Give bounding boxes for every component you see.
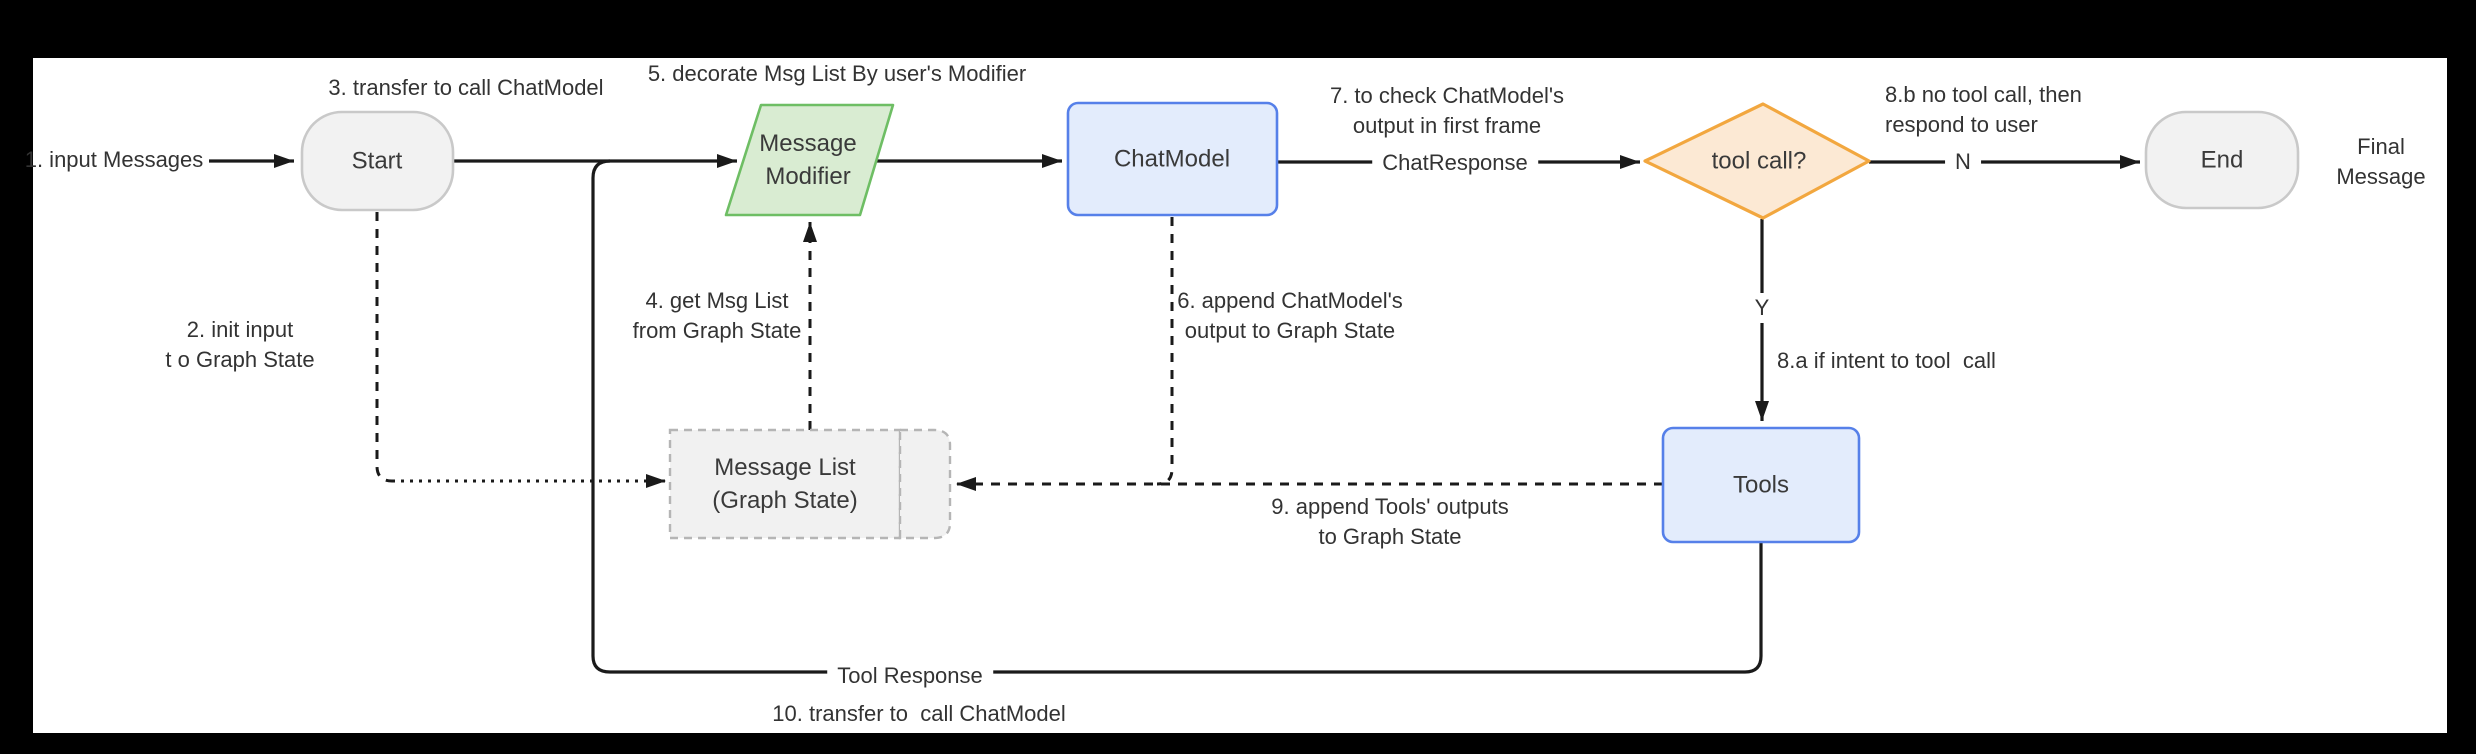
label-branch-no: N: [1945, 147, 1981, 177]
label-branch-yes: Y: [1744, 293, 1780, 323]
node-tools: [1661, 426, 1861, 544]
message-list-label: Message List (Graph State): [712, 454, 858, 514]
label-get-msg-list: 4. get Msg List from Graph State: [632, 288, 802, 343]
label-append-chatmodel-output: 6. append ChatModel's output to Graph St…: [1177, 288, 1403, 343]
edge-tool-response-loop: [591, 159, 1763, 674]
label-transfer-to-call-chatmodel: 10. transfer to call ChatModel: [772, 701, 1066, 726]
node-message-list: [668, 428, 902, 540]
label-if-intent-tool-call: 8.a if intent to tool call: [1777, 348, 1996, 373]
chatmodel-label: ChatModel: [1113, 145, 1231, 173]
label-chat-response: ChatResponse: [1372, 148, 1538, 178]
label-init-input: 2. init input t o Graph State: [165, 317, 315, 372]
node-message-list-compartment: [898, 428, 952, 540]
label-transfer-to-chatmodel: 3. transfer to call ChatModel: [328, 75, 604, 100]
edge-start-to-messagelist-vertical: [375, 212, 393, 483]
node-start: [300, 110, 455, 212]
label-final-message: Final Message: [2336, 134, 2426, 189]
node-message-modifier: [724, 103, 895, 217]
tool-call-decision-label: tool call?: [1711, 147, 1807, 175]
node-end: [2144, 110, 2300, 210]
node-chatmodel: [1066, 101, 1279, 217]
message-modifier-label: Message Modifier: [759, 130, 857, 190]
label-no-tool-call: 8.b no tool call, then respond to user: [1885, 82, 2082, 137]
label-tool-response: Tool Response: [827, 661, 993, 691]
label-decorate-msg-list: 5. decorate Msg List By user's Modifier: [647, 61, 1027, 86]
end-label: End: [2200, 146, 2244, 174]
node-tool-call-decision: [1643, 102, 1871, 220]
tools-label: Tools: [1732, 471, 1790, 499]
edge-chatmodel-to-messagelist: [1156, 217, 1174, 486]
label-append-tools-outputs: 9. append Tools' outputs to Graph State: [1271, 494, 1509, 549]
start-label: Start: [351, 147, 403, 175]
label-check-output: 7. to check ChatModel's output in first …: [1329, 83, 1565, 138]
label-input-messages: 1. input Messages: [24, 147, 204, 172]
